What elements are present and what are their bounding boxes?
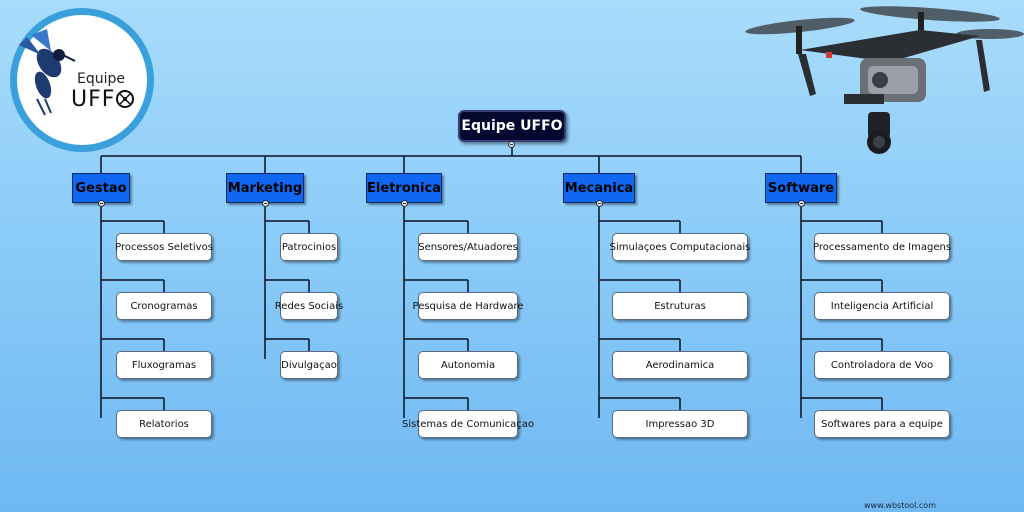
collapse-icon[interactable] <box>797 200 805 207</box>
task-impressao-3d: Impressao 3D <box>612 410 748 438</box>
root-node: Equipe UFFO <box>458 110 566 142</box>
root-collapse-icon[interactable] <box>508 141 515 148</box>
task-divulgacao: Divulgaçao <box>280 351 338 379</box>
collapse-icon[interactable] <box>97 200 105 207</box>
team-logo: Equipe UFF <box>10 8 154 152</box>
root-label: Equipe UFFO <box>461 118 563 134</box>
task-softwares-para-a-equipe: Softwares para a equipe <box>814 410 950 438</box>
collapse-icon[interactable] <box>261 200 269 207</box>
category-software: Software <box>765 173 837 203</box>
category-eletronica: Eletronica <box>366 173 442 203</box>
task-patrocinios: Patrocinios <box>280 233 338 261</box>
category-mecanica: Mecanica <box>563 173 635 203</box>
category-marketing: Marketing <box>226 173 304 203</box>
collapse-icon[interactable] <box>595 200 603 207</box>
task-sistemas-de-comunicacao: Sistemas de Comunicaçao <box>402 410 534 438</box>
task-pesquisa-de-hardware: Pesquisa de Hardware <box>413 292 524 320</box>
drone-icon <box>745 6 1024 154</box>
task-processos-seletivos: Processos Seletivos <box>115 233 213 261</box>
task-autonomia: Autonomia <box>418 351 518 379</box>
footer-credit: www.wbstool.com <box>863 501 936 510</box>
task-estruturas: Estruturas <box>612 292 748 320</box>
logo-text-equipe: Equipe <box>77 71 125 87</box>
hornet-logo-icon <box>19 29 76 116</box>
task-controladora-de-voo: Controladora de Voo <box>814 351 950 379</box>
task-processamento-de-imagens: Processamento de Imagens <box>813 233 951 261</box>
task-inteligencia-artificial: Inteligencia Artificial <box>814 292 950 320</box>
task-simulacoes-computacionais: Simulaçoes Computacionais <box>610 233 750 261</box>
collapse-icon[interactable] <box>400 200 408 207</box>
category-gestao: Gestao <box>72 173 130 203</box>
task-relatorios: Relatorios <box>116 410 212 438</box>
task-redes-sociais: Redes Sociais <box>275 292 343 320</box>
propeller-o-icon <box>116 90 135 108</box>
task-cronogramas: Cronogramas <box>116 292 212 320</box>
task-aerodinamica: Aerodinamica <box>612 351 748 379</box>
logo-text-uffo: UFF <box>71 87 135 112</box>
task-fluxogramas: Fluxogramas <box>116 351 212 379</box>
task-sensores-atuadores: Sensores/Atuadores <box>418 233 518 261</box>
